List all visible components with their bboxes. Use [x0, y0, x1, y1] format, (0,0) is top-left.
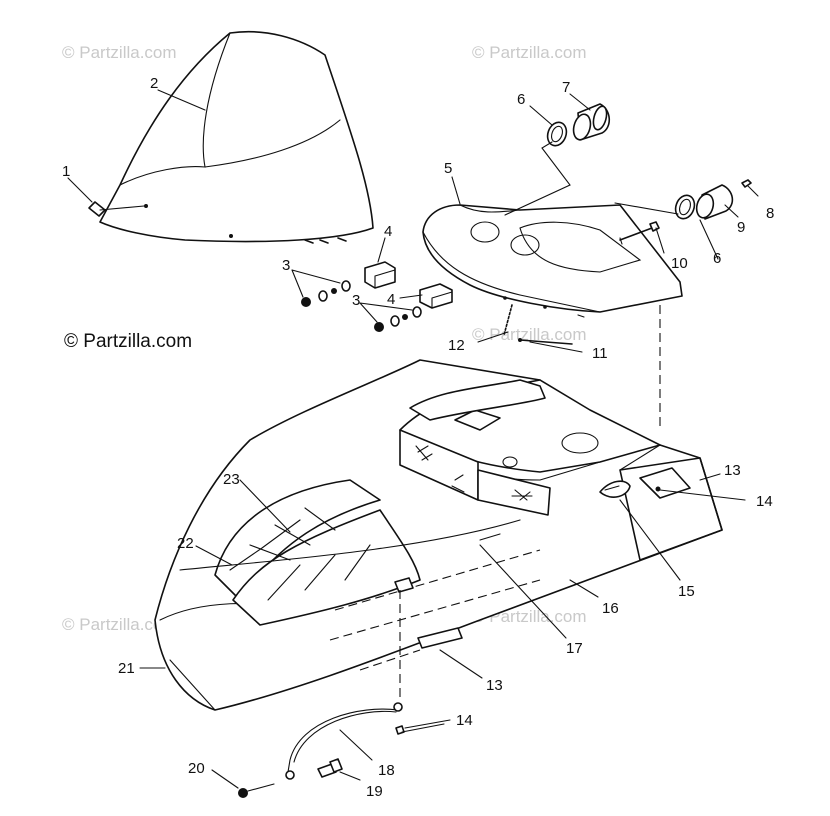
washer-nut-set	[301, 280, 422, 332]
callout-21: 21	[118, 660, 135, 677]
callout-22: 22	[177, 535, 194, 552]
callout-19: 19	[366, 783, 383, 800]
speedometer	[572, 103, 611, 141]
callout-6: 6	[517, 91, 525, 108]
hood	[154, 359, 723, 711]
callout-16: 16	[602, 600, 619, 617]
callout-23: 23	[223, 471, 240, 488]
watermark: © Partzilla.com	[62, 43, 177, 62]
gauge-bezel-left	[546, 121, 568, 147]
indicator-bulb	[741, 179, 752, 188]
leader-lines	[67, 89, 759, 789]
callout-4: 4	[384, 223, 392, 240]
watermark: © Partzilla.com	[62, 615, 177, 634]
callout-20: 20	[188, 760, 205, 777]
copyright-note: © Partzilla.com	[64, 331, 192, 352]
gauge-wire	[614, 202, 679, 215]
callout-4: 4	[387, 291, 395, 308]
gauge-wire	[504, 141, 571, 216]
callout-7: 7	[562, 79, 570, 96]
watermark: © Partzilla.com	[472, 325, 587, 344]
callout-14: 14	[756, 493, 773, 510]
watermark: © Partzilla.com	[472, 43, 587, 62]
screw	[88, 201, 145, 217]
bolt-19	[317, 758, 343, 778]
callout-2: 2	[150, 75, 158, 92]
gauge-bezel-right	[674, 194, 696, 220]
callout-1: 1	[62, 163, 70, 180]
instrument-console	[422, 204, 683, 318]
callout-13: 13	[724, 462, 741, 479]
tachometer	[695, 184, 734, 220]
nut-20	[238, 783, 275, 798]
windshield	[99, 30, 374, 244]
callout-18: 18	[378, 762, 395, 779]
callout-15: 15	[678, 583, 695, 600]
callout-13: 13	[486, 677, 503, 694]
callout-6: 6	[713, 250, 721, 267]
callout-9: 9	[737, 219, 745, 236]
callout-3: 3	[282, 257, 290, 274]
callout-17: 17	[566, 640, 583, 657]
callout-11: 11	[592, 345, 608, 362]
fastener-strap	[503, 304, 573, 345]
callout-3: 3	[352, 292, 360, 309]
mounting-bracket	[364, 261, 453, 309]
callout-10: 10	[671, 255, 688, 272]
callout-labels: 1 2 3 3 4 4 5 6 6 7 8 9 10 11 12 13 13 1…	[62, 75, 774, 800]
callout-14: 14	[456, 712, 473, 729]
callout-12: 12	[448, 337, 465, 354]
screw-14-lower	[395, 723, 445, 735]
callout-8: 8	[766, 205, 774, 222]
callout-5: 5	[444, 160, 452, 177]
tether-cable	[285, 702, 403, 780]
